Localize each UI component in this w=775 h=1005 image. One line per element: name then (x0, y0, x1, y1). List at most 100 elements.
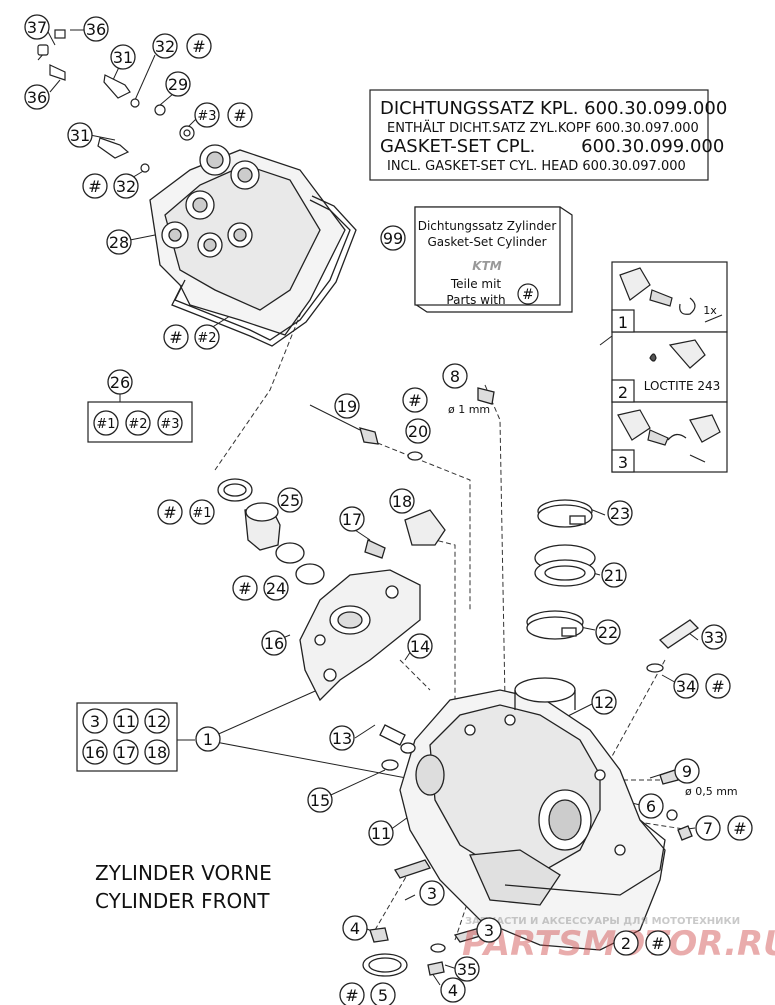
callout: 13 (329, 725, 355, 751)
set-26-item-1: #1 (96, 417, 115, 432)
gasket-box-line2: Gasket-Set Cylinder (427, 235, 546, 249)
callout: 35 (454, 956, 480, 982)
callout: 33 (701, 624, 727, 650)
svg-text:31: 31 (113, 48, 133, 67)
callout: 28 (106, 229, 132, 255)
svg-text:32: 32 (155, 37, 175, 56)
callout: 22 (595, 619, 621, 645)
step-1-note: 1x (703, 304, 717, 317)
callout: 9 (674, 758, 700, 784)
callout: 20 (405, 418, 431, 444)
svg-text:#2: #2 (197, 331, 216, 346)
gasket-note-line2: ENTHÄLT DICHT.SATZ ZYL.KOPF 600.30.097.0… (387, 120, 699, 136)
callout: 23 (607, 500, 633, 526)
callout: 2 (613, 930, 639, 956)
svg-text:31: 31 (70, 126, 90, 145)
footer-title-line2: CYLINDER FRONT (95, 889, 270, 913)
instruction-text: 1 1x 2 LOCTITE 243 3 (618, 304, 720, 472)
set-26-item-3: #3 (160, 417, 179, 432)
svg-text:29: 29 (168, 75, 188, 94)
set-1-item-12: 12 (147, 712, 167, 731)
svg-text:28: 28 (109, 233, 129, 252)
svg-text:14: 14 (410, 637, 430, 656)
svg-text:25: 25 (280, 491, 300, 510)
gasket-note-box: DICHTUNGSSATZ KPL. 600.30.099.000 ENTHÄL… (369, 89, 727, 181)
callout: # (157, 499, 183, 525)
callout-26: 26 (110, 373, 130, 392)
svg-text:11: 11 (371, 824, 391, 843)
callouts: 37 36 36 31 31 32 # 29 #3 # # 32 28 # #2… (24, 14, 753, 1005)
gasket-note-line3: GASKET-SET CPL. 600.30.099.000 (380, 136, 724, 157)
svg-text:#3: #3 (197, 109, 216, 124)
callout: #1 (189, 499, 215, 525)
svg-text:#: # (233, 106, 246, 125)
callout: # (705, 673, 731, 699)
svg-text:34: 34 (676, 677, 696, 696)
callout: 3 (419, 880, 445, 906)
svg-text:#1: #1 (192, 506, 211, 521)
step-1-number: 1 (618, 313, 628, 332)
step-2-number: 2 (618, 383, 628, 402)
set-26-item-2: #2 (128, 417, 147, 432)
svg-text:8: 8 (450, 367, 460, 386)
callout: # (186, 33, 212, 59)
callout: 17 (339, 506, 365, 532)
callout-1: 1 (203, 730, 213, 749)
svg-text:9: 9 (682, 762, 692, 781)
callout: 8 (442, 363, 468, 389)
callout: 29 (165, 71, 191, 97)
ktm-logo: KTM (472, 259, 501, 273)
callout: 15 (307, 787, 333, 813)
callout: 31 (67, 122, 93, 148)
callout: 11 (368, 820, 394, 846)
svg-text:36: 36 (27, 88, 47, 107)
callout: # (232, 575, 258, 601)
svg-text:#: # (345, 986, 358, 1005)
svg-text:#: # (163, 503, 176, 522)
diameter-note-8: ø 1 mm (448, 403, 490, 416)
callout: # (402, 387, 428, 413)
callout: # (163, 324, 189, 350)
svg-text:18: 18 (392, 492, 412, 511)
callout: # (727, 815, 753, 841)
callout: 6 (638, 793, 664, 819)
callout: 19 (334, 393, 360, 419)
gasket-note-line4: INCL. GASKET-SET CYL. HEAD 600.30.097.00… (387, 159, 686, 174)
seal-parts (217, 387, 700, 977)
svg-text:#: # (711, 677, 724, 696)
callout: 12 (591, 689, 617, 715)
svg-text:3: 3 (427, 884, 437, 903)
svg-text:99: 99 (383, 229, 403, 248)
svg-text:37: 37 (27, 18, 47, 37)
callout: 37 (24, 14, 50, 40)
svg-text:3: 3 (484, 921, 494, 940)
svg-text:4: 4 (350, 919, 360, 938)
svg-text:#: # (238, 579, 251, 598)
callout: 3 (476, 917, 502, 943)
callout: 25 (277, 487, 303, 513)
step-3-number: 3 (618, 453, 628, 472)
valve-cover-drawing (149, 144, 357, 347)
svg-text:4: 4 (448, 981, 458, 1000)
callout: #2 (194, 324, 220, 350)
svg-text:16: 16 (264, 634, 284, 653)
small-fittings (37, 29, 195, 173)
set-1-item-16: 16 (85, 743, 105, 762)
svg-text:#: # (733, 819, 746, 838)
svg-text:7: 7 (703, 819, 713, 838)
svg-text:15: 15 (310, 791, 330, 810)
callout: 31 (110, 44, 136, 70)
callout: # (645, 930, 671, 956)
svg-text:22: 22 (598, 623, 618, 642)
callout: 14 (407, 633, 433, 659)
svg-text:20: 20 (408, 422, 428, 441)
callout: # (227, 102, 253, 128)
gasket-box-line1: Dichtungssatz Zylinder (418, 219, 557, 233)
svg-text:#: # (192, 37, 205, 56)
set-1: 3 11 12 16 17 18 1 (76, 702, 221, 772)
svg-text:35: 35 (457, 960, 477, 979)
gasket-box-symbol: # (522, 287, 534, 303)
footer-title-line1: ZYLINDER VORNE (95, 861, 272, 885)
instruction-panels (611, 261, 728, 473)
